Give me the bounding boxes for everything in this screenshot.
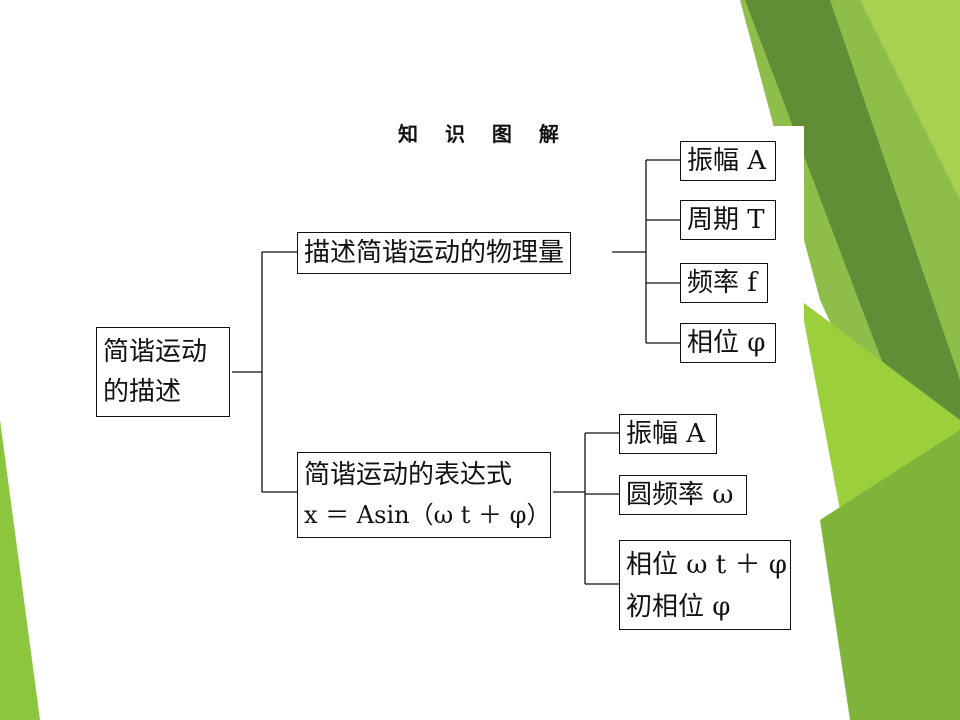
root-node: 简谐运动 的描述	[96, 327, 230, 417]
angular-frequency-node: 圆频率 ω	[619, 475, 747, 515]
frequency-node: 频率 f	[680, 263, 768, 303]
phase-node-2: 相位 ω t ＋ φ 初相位 φ	[619, 540, 791, 630]
expression-node: 简谐运动的表达式 x ＝ Asin（ω t ＋ φ）	[297, 452, 551, 538]
frequency-label: 频率 f	[687, 268, 757, 298]
phase-label-1: 相位 φ	[687, 328, 766, 358]
page-title: 知 识 图 解	[398, 122, 569, 146]
amplitude-label: 振幅 A	[687, 146, 767, 176]
angular-frequency-label: 圆频率 ω	[626, 480, 734, 510]
period-node: 周期 T	[680, 200, 776, 240]
expression-formula: x ＝ Asin（ω t ＋ φ）	[304, 501, 551, 529]
period-label: 周期 T	[687, 205, 765, 235]
amplitude-node-1: 振幅 A	[680, 141, 776, 181]
physical-quantities-node: 描述简谐运动的物理量	[297, 232, 572, 274]
expression-line-1: 简谐运动的表达式	[304, 460, 513, 490]
initial-phase-line: 初相位 φ	[626, 592, 731, 622]
root-line-2: 的描述	[103, 377, 182, 407]
amplitude-label-2: 振幅 A	[626, 419, 706, 449]
amplitude-node-2: 振幅 A	[619, 414, 717, 454]
phase-line: 相位 ω t ＋ φ	[626, 550, 787, 580]
phase-node-1: 相位 φ	[680, 323, 776, 363]
root-line-1: 简谐运动	[103, 337, 208, 367]
